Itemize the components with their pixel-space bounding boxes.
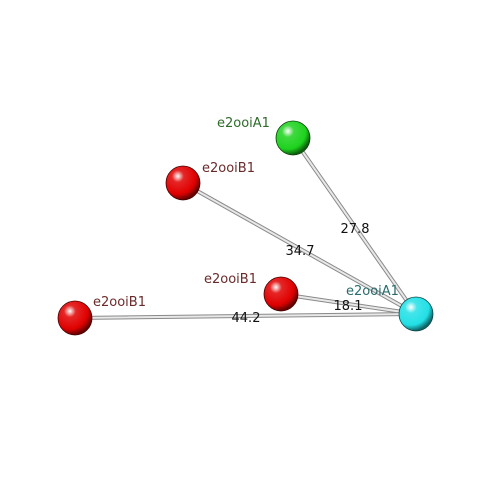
atom-label: e2ooiB1 <box>204 272 257 287</box>
atom-red_top <box>165 165 201 201</box>
atom-red_left <box>57 300 93 336</box>
atoms-layer <box>57 120 434 336</box>
bond-red_top <box>182 182 417 315</box>
atom-red_mid <box>263 276 299 312</box>
atom-label: e2ooiA1 <box>346 284 399 299</box>
bonds-layer <box>73 136 418 320</box>
atom-label: e2ooiA1 <box>217 116 270 131</box>
atom-label: e2ooiB1 <box>93 295 146 310</box>
atom-label: e2ooiB1 <box>202 161 255 176</box>
bond-red_left <box>74 313 417 319</box>
distance-label: 18.1 <box>334 299 363 314</box>
atom-center <box>398 296 434 332</box>
atom-green <box>275 120 311 156</box>
distance-label: 34.7 <box>286 244 315 259</box>
bond-green <box>292 137 417 315</box>
bond-red_mid <box>280 293 417 315</box>
distance-label: 44.2 <box>232 311 261 326</box>
labels-layer: 27.8 34.7 18.1 44.2 e2ooiA1 e2ooiA1 e2ooiB1 e2o… <box>93 116 399 326</box>
distance-label: 27.8 <box>341 222 370 237</box>
